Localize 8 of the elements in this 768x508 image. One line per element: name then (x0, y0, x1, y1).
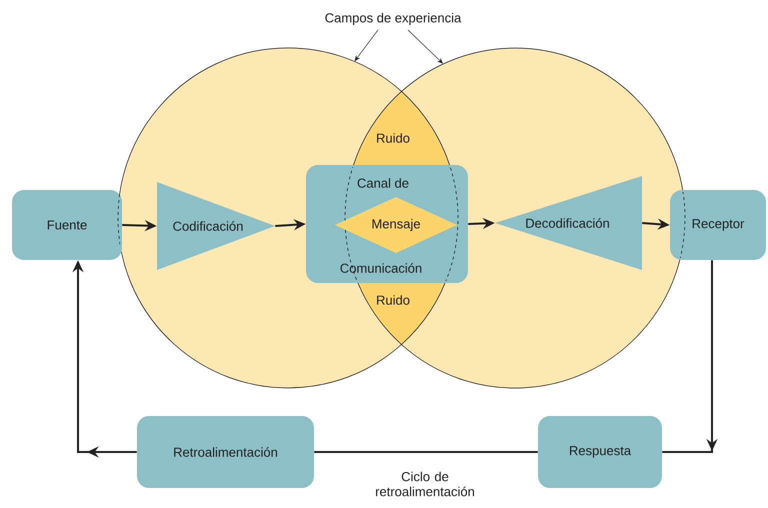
process-box: Retroalimentación (137, 416, 314, 488)
process-box: Fuente (12, 190, 122, 260)
process-box: Respuesta (538, 416, 662, 488)
arrow (662, 260, 718, 453)
connector-line (314, 450, 538, 453)
process-box: Receptor (670, 190, 766, 260)
heading-text: Campos de experiencia (325, 12, 462, 26)
edge-label: Ciclo de retroalimentación (376, 472, 474, 496)
